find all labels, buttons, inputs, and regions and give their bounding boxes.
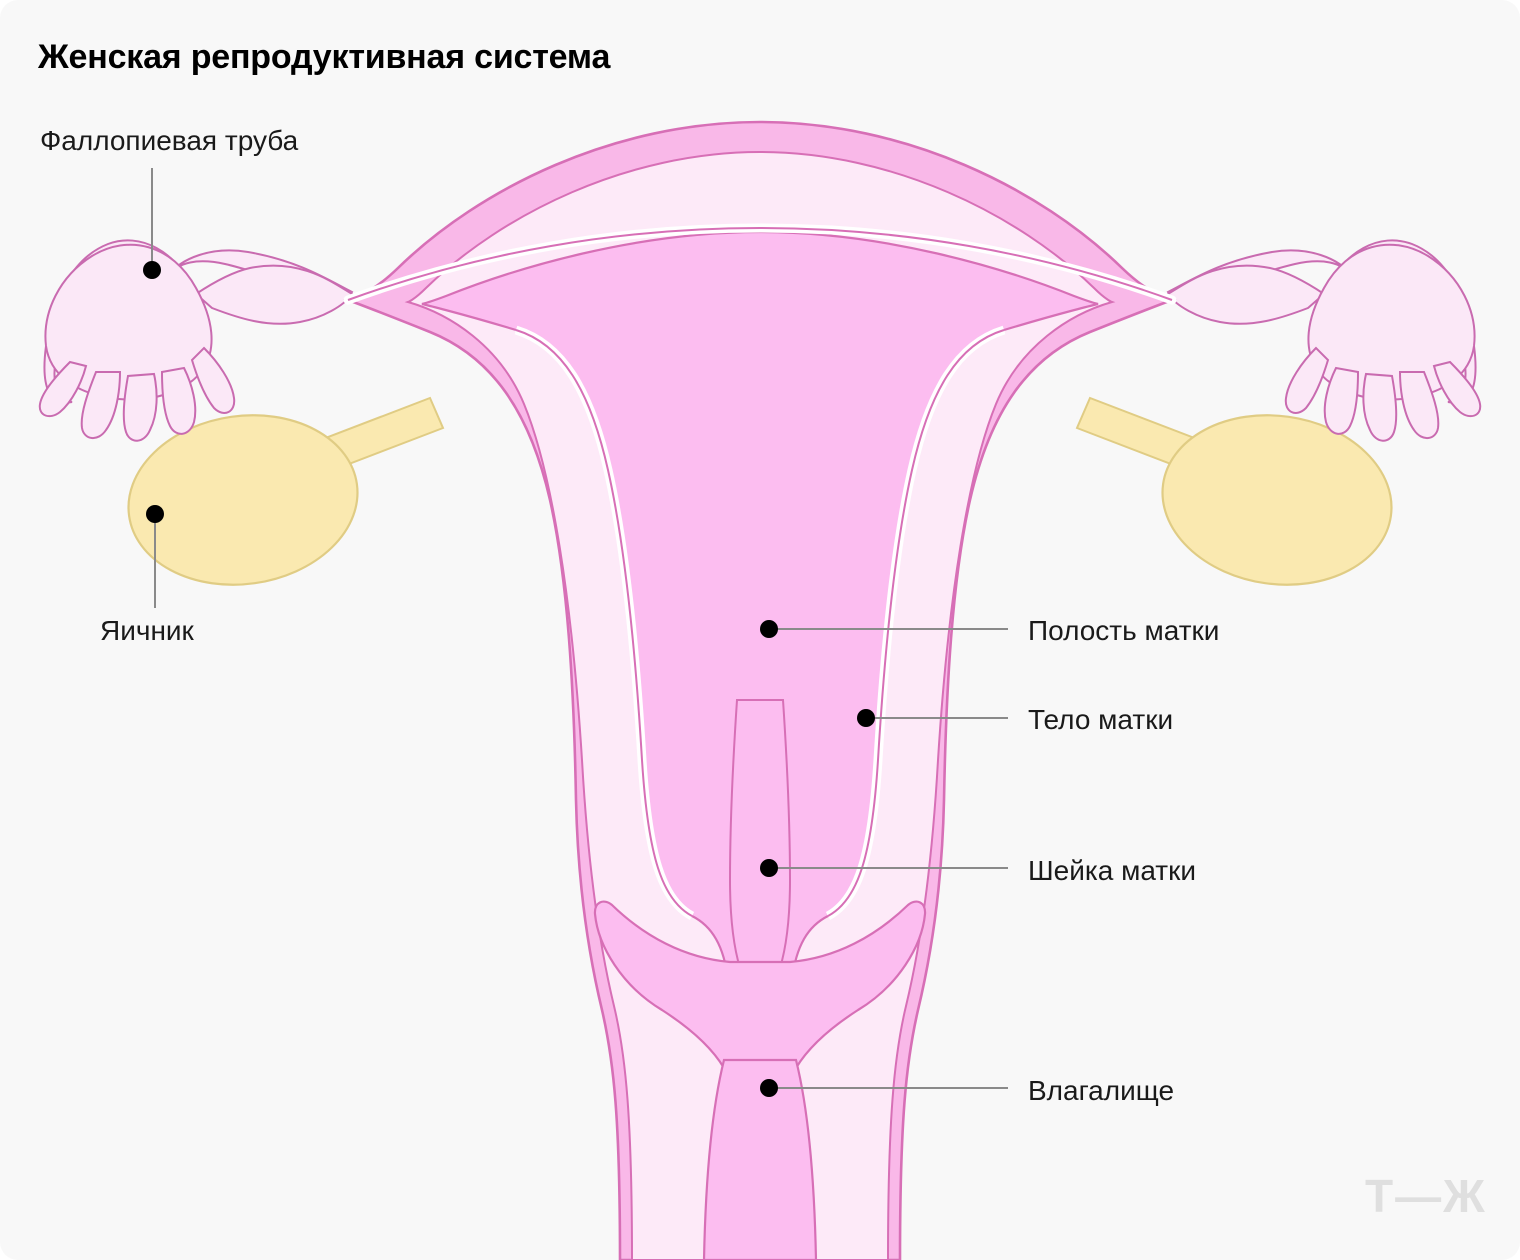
label-text-fallopian-tube: Фаллопиевая труба <box>40 125 299 156</box>
label-vagina[interactable]: Влагалище <box>760 1075 1174 1106</box>
vagina <box>702 1058 818 1260</box>
label-text-cervix: Шейка матки <box>1028 855 1196 886</box>
cavity-edge-stroke-right <box>827 329 1005 917</box>
label-uterine-cavity[interactable]: Полость матки <box>760 615 1219 646</box>
cavity-edge-stroke-left <box>515 329 693 917</box>
marker-dot-vagina <box>760 1079 778 1097</box>
marker-dot-cervix <box>760 859 778 877</box>
right-ovary <box>1161 414 1393 586</box>
label-cervix[interactable]: Шейка матки <box>760 855 1196 886</box>
watermark-logo: Т—Ж <box>1365 1170 1487 1222</box>
left-ovary <box>127 414 359 586</box>
label-text-ovary: Яичник <box>100 615 195 646</box>
label-text-vagina: Влагалище <box>1028 1075 1174 1106</box>
label-ovary[interactable]: Яичник <box>100 505 195 646</box>
cavity-outline-left <box>347 227 761 301</box>
label-text-uterus-body: Тело матки <box>1028 704 1173 735</box>
cavity-outline-right <box>759 227 1173 301</box>
label-text-uterine-cavity: Полость матки <box>1028 615 1219 646</box>
marker-dot-fallopian-tube <box>143 261 161 279</box>
label-group: Фаллопиевая труба Яичник Полость матки Т… <box>40 125 1219 1106</box>
marker-dot-uterus-body <box>857 709 875 727</box>
label-uterus-body[interactable]: Тело матки <box>857 704 1173 735</box>
vaginal-fornix <box>593 900 927 1070</box>
right-fimbriae <box>1166 239 1482 442</box>
cervical-canal <box>728 699 792 969</box>
left-fimbriae <box>38 239 354 442</box>
marker-dot-uterine-cavity <box>760 620 778 638</box>
page-title: Женская репродуктивная система <box>38 38 611 76</box>
marker-dot-ovary <box>146 505 164 523</box>
label-fallopian-tube[interactable]: Фаллопиевая труба <box>40 125 299 279</box>
